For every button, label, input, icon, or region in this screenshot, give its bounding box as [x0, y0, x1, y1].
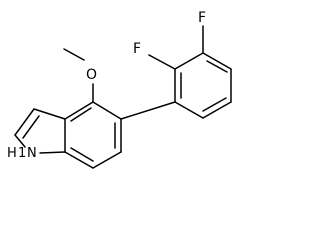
oxygen-label: O: [86, 67, 97, 83]
chemical-structure: F F O H N 1: [7, 10, 232, 169]
nh-group: H N 1: [7, 146, 37, 161]
fluorine-top-label: F: [198, 10, 206, 26]
nh-n-label: N: [27, 146, 37, 161]
difluorophenyl-ring: [174, 52, 232, 119]
bond-biaryl: [120, 101, 176, 120]
nh-locant-label: 1: [18, 146, 26, 161]
pyrrole-ring: [14, 108, 66, 154]
bond-c-f-left: [148, 54, 176, 70]
indole-benzene-ring: [64, 101, 122, 169]
bond-o-methyl: [63, 48, 85, 61]
nh-h-label: H: [7, 146, 17, 161]
fluorine-left-label: F: [133, 41, 141, 57]
